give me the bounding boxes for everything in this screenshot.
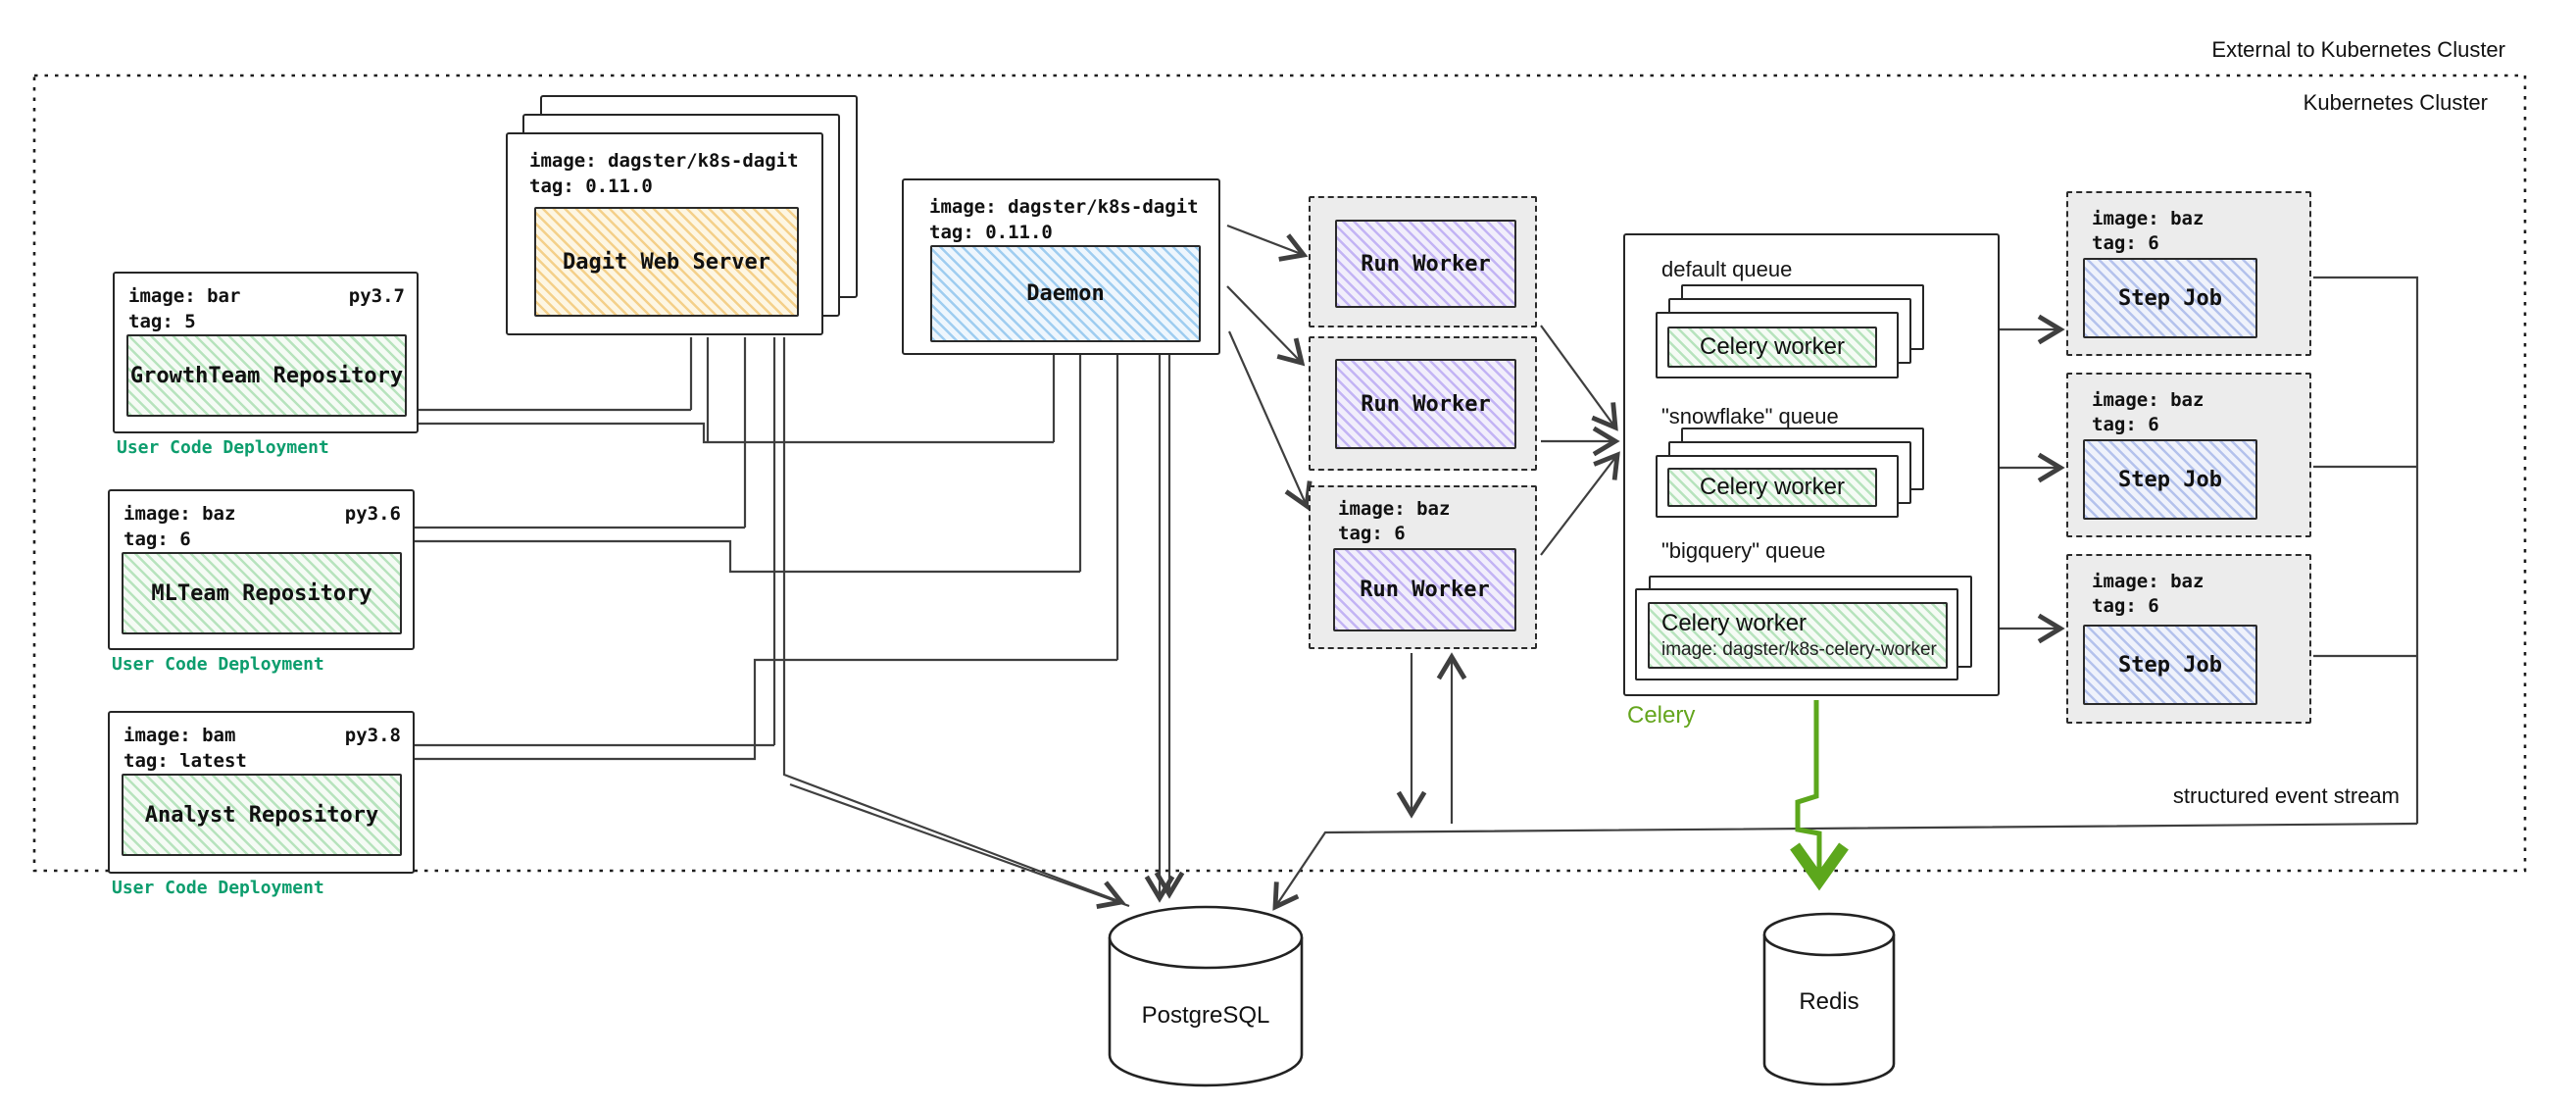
step-job-label: Step Job (2118, 467, 2222, 492)
run-worker-label: Run Worker (1361, 251, 1491, 277)
image-text: image: baz (124, 503, 236, 525)
python-version: py3.7 (348, 285, 405, 307)
image-text: image: baz (2092, 389, 2204, 411)
tag-text: tag: 5 (128, 311, 196, 332)
dagit-web-server-pod: image: dagster/k8s-dagit tag: 0.11.0 Dag… (506, 132, 823, 335)
bigquery-queue-label: "bigquery" queue (1661, 538, 1826, 563)
image-text: image: bar (128, 285, 241, 307)
celery-worker-label: Celery worker (1699, 474, 1846, 500)
repository-label: MLTeam Repository (151, 580, 372, 606)
snowflake-queue-label: "snowflake" queue (1661, 404, 1839, 428)
dagit-web-server: Dagit Web Server (534, 207, 799, 317)
run-worker-label: Run Worker (1361, 391, 1491, 417)
mlteam-repository: MLTeam Repository (122, 552, 402, 634)
celery-worker-pod-snowflake: Celery worker (1656, 455, 1899, 518)
image-text: image: bam (124, 725, 236, 746)
user-code-deployment-mlteam: image: baz py3.6 tag: 6 MLTeam Repositor… (108, 489, 415, 675)
tag-text: tag: latest (124, 750, 247, 772)
step-job-1: Step Job (2083, 258, 2257, 338)
wires (415, 276, 2419, 908)
run-worker-1: Run Worker (1335, 220, 1516, 308)
image-text: image: dagster/k8s-dagit (529, 150, 799, 172)
growthteam-repository: GrowthTeam Repository (126, 334, 407, 417)
run-worker-label: Run Worker (1360, 578, 1490, 602)
analyst-repository: Analyst Repository (122, 774, 402, 856)
run-worker-2: Run Worker (1335, 359, 1516, 449)
user-code-deployment-caption: User Code Deployment (112, 654, 324, 675)
postgres-cylinder-top (1108, 905, 1304, 970)
tag-text: tag: 6 (2092, 414, 2159, 435)
user-code-deployment-caption: User Code Deployment (117, 437, 329, 458)
default-queue-label: default queue (1661, 257, 1793, 281)
postgres-cylinder (1108, 937, 1304, 1087)
daemon-pod: image: dagster/k8s-dagit tag: 0.11.0 Dae… (902, 178, 1220, 355)
postgres-label: PostgreSQL (1141, 1002, 1270, 1029)
celery-worker-snowflake: Celery worker (1667, 468, 1877, 507)
run-worker-pod-2: Run Worker (1309, 336, 1537, 471)
celery-caption: Celery (1627, 702, 1696, 729)
celery-worker-pod-bigquery: Celery worker image: dagster/k8s-celery-… (1635, 588, 1958, 680)
daemon-label: Daemon (1026, 281, 1105, 306)
run-worker-3: Run Worker (1333, 548, 1516, 631)
celery-worker-label: Celery worker (1699, 333, 1846, 360)
tag-text: tag: 0.11.0 (929, 222, 1053, 243)
redis-cylinder-top (1762, 912, 1896, 957)
step-job-2: Step Job (2083, 439, 2257, 520)
celery-worker-label: Celery worker (1661, 610, 1808, 636)
tag-text: tag: 6 (2092, 232, 2159, 254)
step-job-3: Step Job (2083, 625, 2257, 705)
redis-label: Redis (1799, 988, 1859, 1015)
celery-to-redis-arrow (1790, 700, 1849, 891)
tag-text: tag: 6 (1338, 523, 1406, 544)
step-job-pod-3: image: baz tag: 6 Step Job (2066, 554, 2311, 724)
kubernetes-cluster-boundary (32, 74, 2527, 873)
run-worker-pod-1: Run Worker (1309, 196, 1537, 327)
tag-text: tag: 6 (124, 529, 191, 550)
celery-worker-pod-default: Celery worker (1656, 312, 1899, 378)
user-code-deployment-caption: User Code Deployment (112, 878, 324, 898)
celery-worker-bigquery: Celery worker image: dagster/k8s-celery-… (1648, 602, 1948, 669)
python-version: py3.8 (344, 725, 401, 746)
image-text: image: baz (2092, 208, 2204, 229)
image-text: image: baz (2092, 571, 2204, 592)
celery-worker-default: Celery worker (1667, 327, 1877, 368)
step-job-pod-1: image: baz tag: 6 Step Job (2066, 191, 2311, 356)
run-worker-pod-3: image: baz tag: 6 Run Worker (1309, 485, 1537, 649)
step-job-label: Step Job (2118, 652, 2222, 678)
repository-label: Analyst Repository (144, 802, 379, 828)
tag-text: tag: 6 (2092, 595, 2159, 617)
external-cluster-label: External to Kubernetes Cluster (2211, 37, 2505, 62)
image-text: image: baz (1338, 498, 1451, 520)
user-code-deployment-growthteam: image: bar py3.7 tag: 5 GrowthTeam Repos… (113, 272, 419, 458)
kubernetes-cluster-label: Kubernetes Cluster (2303, 90, 2488, 115)
python-version: py3.6 (344, 503, 401, 525)
redis-cylinder (1762, 934, 1896, 1086)
celery-worker-image: image: dagster/k8s-celery-worker (1661, 639, 1937, 660)
user-code-deployment-analyst: image: bam py3.8 tag: latest Analyst Rep… (108, 711, 415, 898)
step-job-label: Step Job (2118, 285, 2222, 311)
structured-event-stream-label: structured event stream (2172, 783, 2400, 808)
repository-label: GrowthTeam Repository (129, 363, 404, 388)
dagit-label: Dagit Web Server (563, 249, 770, 275)
daemon: Daemon (930, 245, 1201, 342)
step-job-pod-2: image: baz tag: 6 Step Job (2066, 373, 2311, 537)
tag-text: tag: 0.11.0 (529, 176, 653, 197)
image-text: image: dagster/k8s-dagit (929, 196, 1199, 218)
